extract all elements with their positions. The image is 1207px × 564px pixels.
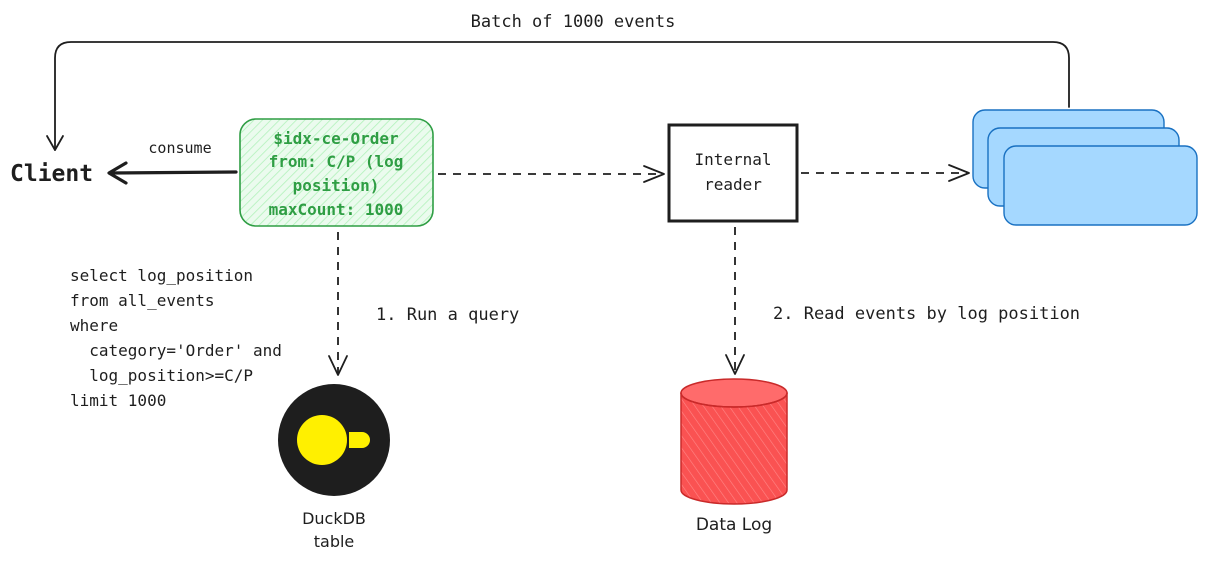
- reader-to-stack-arrow: [801, 164, 970, 182]
- event-batch-stack: [972, 109, 1198, 226]
- index-to-reader-arrow: [438, 165, 665, 183]
- step1-label: 1. Run a query: [376, 305, 519, 325]
- client-label: Client: [10, 161, 93, 187]
- data-log-label: Data Log: [696, 515, 772, 535]
- sql-query: select log_position from all_events wher…: [70, 266, 282, 410]
- data-log-cylinder-icon: [680, 378, 788, 505]
- batch-label: Batch of 1000 events: [471, 12, 676, 32]
- reader-line-1: Internal: [694, 150, 771, 169]
- duckdb-label-line-2: table: [314, 532, 355, 551]
- index-line-1: $idx-ce-Order: [273, 129, 398, 148]
- index-stream-box: $idx-ce-Order from: C/P (log position) m…: [239, 118, 434, 227]
- index-line-3: position): [293, 176, 380, 195]
- sql-line-1: select log_position: [70, 266, 253, 285]
- reader-to-datalog-arrow: [725, 227, 745, 375]
- index-to-duckdb-arrow: [328, 232, 348, 376]
- sql-line-5: log_position>=C/P: [70, 366, 253, 385]
- duckdb-icon: [278, 384, 390, 496]
- sql-line-3: where: [70, 316, 118, 335]
- reader-line-2: reader: [704, 175, 762, 194]
- internal-reader-box: Internal reader: [667, 123, 799, 223]
- duckdb-label-line-1: DuckDB: [302, 509, 366, 528]
- sql-line-4: category='Order' and: [70, 341, 282, 360]
- sql-line-2: from all_events: [70, 291, 215, 310]
- batch-return-arrow: [46, 41, 1070, 151]
- index-line-4: maxCount: 1000: [269, 200, 404, 219]
- index-line-2: from: C/P (log: [269, 152, 404, 171]
- consume-label: consume: [148, 139, 211, 157]
- sql-line-6: limit 1000: [70, 391, 166, 410]
- consume-arrow: [107, 161, 238, 185]
- step2-label: 2. Read events by log position: [773, 304, 1080, 324]
